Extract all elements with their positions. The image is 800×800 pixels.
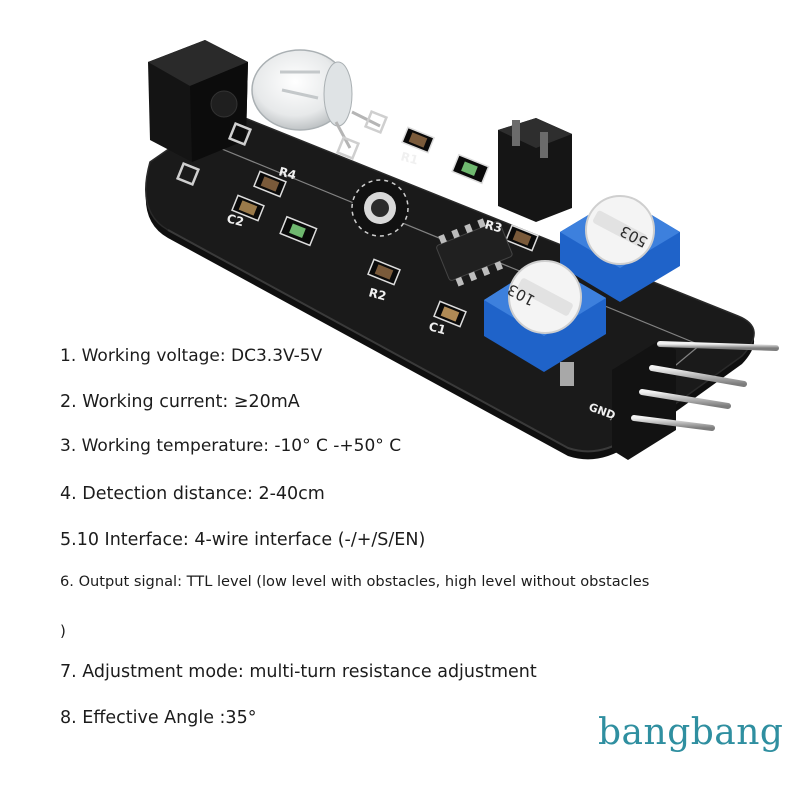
watermark-text: bangbang xyxy=(598,712,784,753)
label-c2: C2 xyxy=(225,211,245,229)
label-r2: R2 xyxy=(367,285,388,303)
sensor-module-photo: R4 C2 R1 R3 R2 C1 GND 503 103 xyxy=(144,40,779,460)
label-r3: R3 xyxy=(483,217,504,235)
spec-working-current: 2. Working current: ≥20mA xyxy=(60,392,300,412)
spec-effective-angle: 8. Effective Angle :35° xyxy=(60,708,257,728)
solder-pads xyxy=(175,109,389,187)
label-c1: C1 xyxy=(427,319,447,337)
potentiometer-503 xyxy=(560,195,680,302)
spec-output-signal: 6. Output signal: TTL level (low level w… xyxy=(60,573,650,590)
silkscreen-labels: R4 C2 R1 R3 R2 C1 GND xyxy=(225,149,617,422)
spec-interface: 5.10 Interface: 4-wire interface (-/+/S/… xyxy=(60,530,426,550)
spec-working-voltage: 1. Working voltage: DC3.3V-5V xyxy=(60,346,323,366)
spec-detection-distance: 4. Detection distance: 2-40cm xyxy=(60,484,325,504)
jumper-header xyxy=(498,118,572,222)
spec-output-signal-close-paren: ) xyxy=(60,622,66,640)
label-r1: R1 xyxy=(399,149,420,167)
mounting-hole xyxy=(351,179,409,237)
comparator-ic xyxy=(436,218,513,287)
spec-working-temperature: 3. Working temperature: -10° C -+50° C xyxy=(60,436,402,456)
spec-adjustment-mode: 7. Adjustment mode: multi-turn resistanc… xyxy=(60,662,537,682)
potentiometer-103 xyxy=(484,260,606,386)
smd-components xyxy=(231,126,539,328)
ir-receiver xyxy=(148,40,248,162)
header-pins xyxy=(612,340,779,460)
label-r4: R4 xyxy=(277,164,298,182)
ir-led xyxy=(251,49,381,149)
